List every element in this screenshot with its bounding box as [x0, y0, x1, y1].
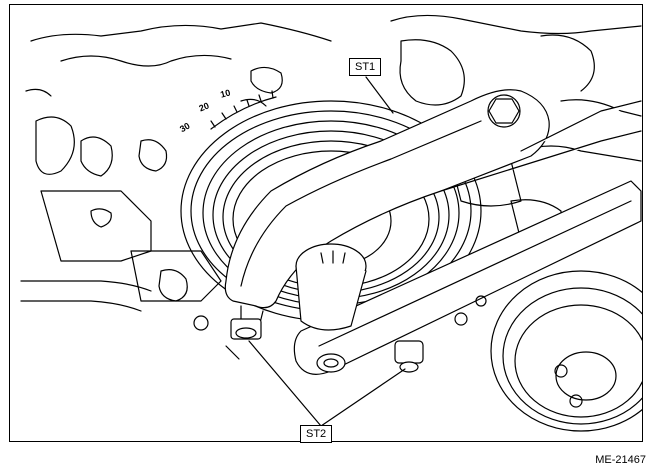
engine-block-outline — [20, 22, 332, 312]
scale-tick-10: 10 — [219, 87, 231, 99]
st1-callout: ST1 — [349, 58, 382, 76]
angle-scale — [210, 90, 277, 130]
figure-id: ME-21467 — [595, 454, 646, 466]
engine-line-drawing: 10 20 30 — [20, 14, 642, 432]
st2-wrench-tool — [293, 180, 642, 375]
lower-right-pulley — [490, 270, 642, 432]
scale-tick-20: 20 — [198, 100, 211, 113]
st2-callout: ST2 — [300, 425, 333, 443]
st2-leader-lines — [248, 340, 406, 427]
lower-left-bolts — [193, 295, 487, 360]
st1-leader-line — [365, 76, 394, 114]
scale-tick-labels: 10 20 30 — [178, 87, 231, 134]
illustration-frame: 10 20 30 — [9, 4, 643, 442]
scale-tick-30: 30 — [178, 121, 192, 135]
